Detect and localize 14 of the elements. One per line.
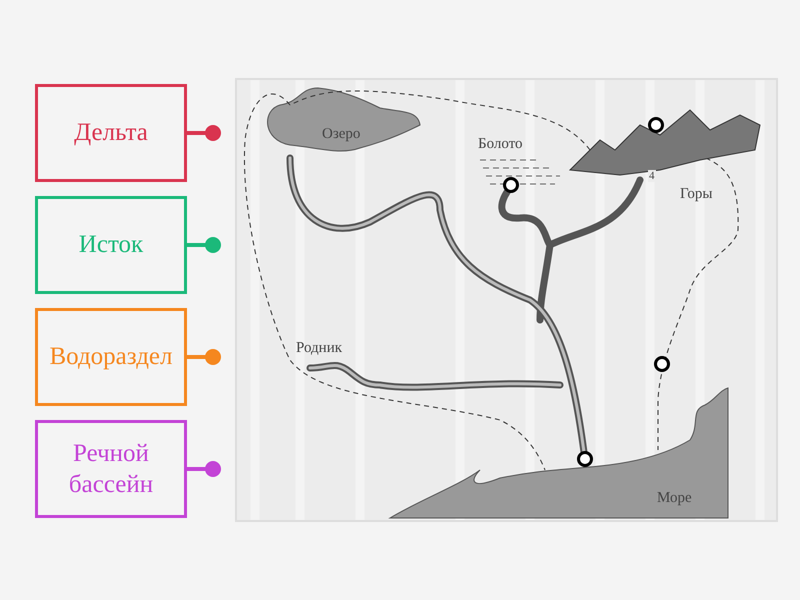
card-label: Речной бассейн	[68, 438, 154, 500]
map-label: Море	[657, 490, 692, 507]
map-label: Болото	[478, 136, 523, 153]
map-label: Горы	[680, 186, 712, 203]
answer-card	[35, 84, 187, 182]
card-label: Водораздел	[50, 342, 172, 372]
card-label: Дельта	[74, 118, 148, 148]
answer-card	[35, 196, 187, 294]
card-label: Исток	[78, 230, 144, 260]
map-label: 4	[648, 170, 656, 182]
map-label: Озеро	[322, 126, 360, 143]
map-label: Родник	[296, 340, 342, 357]
answer-card	[35, 308, 187, 406]
answer-card	[35, 420, 187, 518]
